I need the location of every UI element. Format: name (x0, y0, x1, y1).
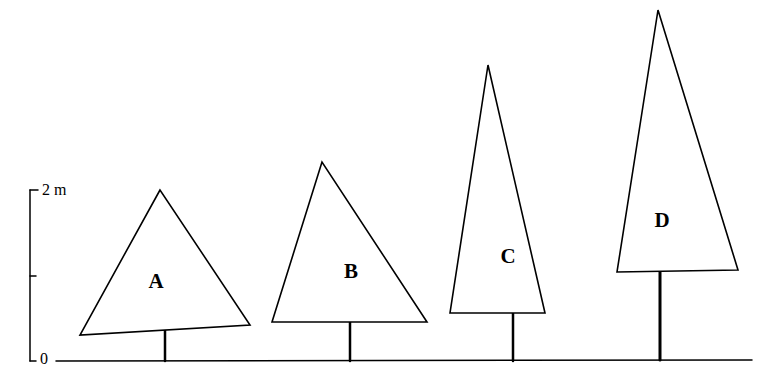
scale-tick (30, 275, 36, 277)
tree-crown: D (617, 10, 738, 272)
triangle-outline (80, 190, 250, 335)
tree-letter: D (654, 210, 669, 231)
tree-crown: B (272, 162, 427, 322)
triangle-outline (450, 65, 545, 313)
tree-crown: C (450, 65, 545, 313)
triangle-outline (272, 162, 427, 322)
tree-crown: A (80, 190, 250, 335)
triangle-outline (617, 10, 738, 272)
tree-letter: B (344, 261, 358, 282)
tree-trunk (512, 313, 515, 361)
scale-tick (30, 189, 38, 191)
tree-trunk (164, 328, 167, 361)
tree-trunk (659, 272, 662, 360)
scale-label: 2 m (42, 182, 66, 198)
scale-label: 0 (40, 351, 48, 367)
ground-line (56, 360, 752, 361)
scale-tick (30, 360, 36, 362)
tree-letter: A (148, 271, 163, 292)
tree-letter: C (500, 246, 515, 267)
tree-trunk (349, 322, 352, 361)
